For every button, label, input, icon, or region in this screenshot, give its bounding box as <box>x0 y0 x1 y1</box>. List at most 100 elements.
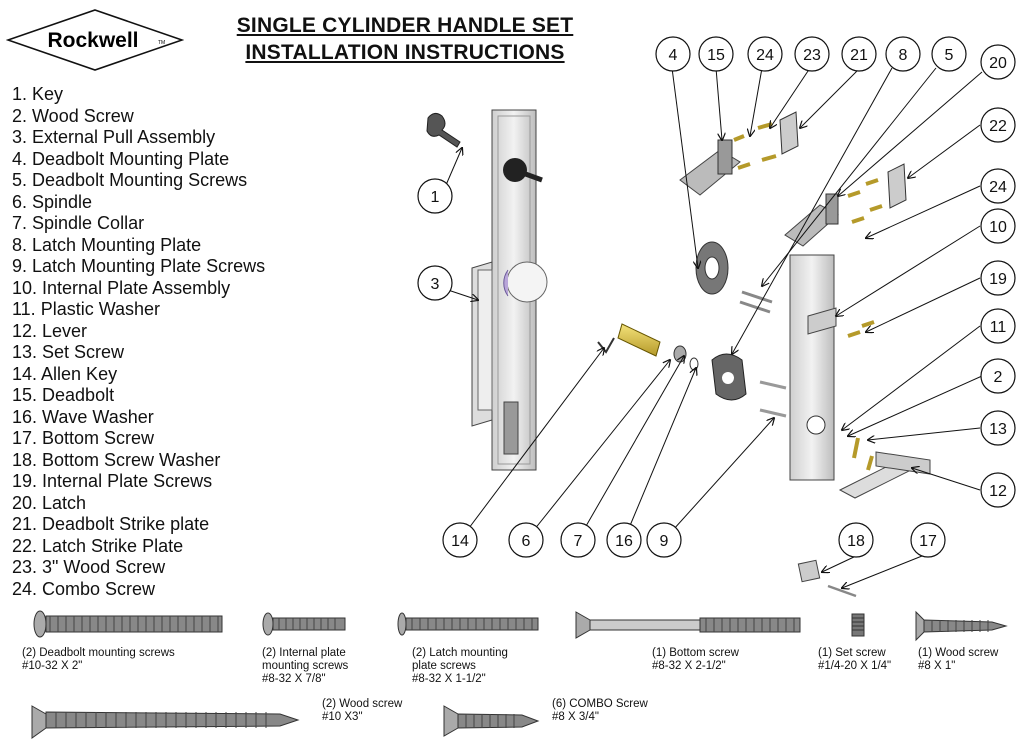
part-item: 24. Combo Screw <box>12 578 156 599</box>
screw-spec: #8-32 X 1-1/2" <box>412 673 486 685</box>
callout-label: 9 <box>660 533 669 550</box>
screw-qty: (2) Wood screw <box>322 698 403 710</box>
bottom-washer-part <box>797 559 821 583</box>
part-item: 4. Deadbolt Mounting Plate <box>12 148 230 169</box>
screw-spec: #10-32 X 2" <box>22 660 83 672</box>
screw-qty: mounting screws <box>262 660 349 672</box>
external-pull-part <box>471 109 548 471</box>
screw-qty: (2) Internal plate <box>262 647 346 659</box>
screw-spec: #8 X 1" <box>918 660 956 672</box>
callout-label: 18 <box>847 533 865 550</box>
internal-plate-screws-part <box>847 320 875 338</box>
part-item: 20. Latch <box>12 492 87 513</box>
callout-label: 17 <box>919 533 937 550</box>
screw-label-set: (1) Set screw #1/4-20 X 1/4" <box>818 647 891 673</box>
screw-bottom <box>575 611 801 639</box>
parts-list: 1. Key 2. Wood Screw 3. External Pull As… <box>12 84 265 600</box>
screw-qty: (2) Latch mounting <box>412 647 508 659</box>
screw-qty: (2) Deadbolt mounting screws <box>22 647 175 659</box>
callout-label: 14 <box>451 533 469 550</box>
screw-deadbolt-mounting <box>33 610 223 638</box>
callout-label: 10 <box>989 219 1007 236</box>
part-item: 18. Bottom Screw Washer <box>12 449 221 470</box>
part-item: 14. Allen Key <box>12 363 118 384</box>
screw-spec: #8-32 X 7/8" <box>262 673 326 685</box>
bottom-screw-part <box>827 584 857 598</box>
brand-name: Rockwell <box>47 29 138 52</box>
screw-wood-3in <box>31 705 300 739</box>
screw-wood-1 <box>915 610 1008 642</box>
part-item: 19. Internal Plate Screws <box>12 471 213 491</box>
screw-internal-plate <box>262 612 346 636</box>
callout-label: 24 <box>756 47 774 64</box>
callout-label: 23 <box>803 47 821 64</box>
callout-label: 15 <box>707 47 725 64</box>
screw-label-combo: (6) COMBO Screw #8 X 3/4" <box>552 698 648 724</box>
part-item: 12. Lever <box>12 320 88 341</box>
part-item: 22. Latch Strike Plate <box>12 535 184 556</box>
part-item: 7. Spindle Collar <box>12 213 145 233</box>
deadbolt-mounting-plate-part <box>695 241 729 295</box>
callout-label: 4 <box>669 47 678 64</box>
part-item: 16. Wave Washer <box>12 406 154 427</box>
callout-label: 13 <box>989 421 1007 438</box>
latch-mounting-plate-part <box>711 353 747 401</box>
title-line-1: SINGLE CYLINDER HANDLE SET <box>236 14 574 37</box>
screw-qty: plate screws <box>412 660 476 672</box>
screw-qty: (1) Bottom screw <box>652 647 739 659</box>
part-item: 8. Latch Mounting Plate <box>12 234 202 255</box>
screw-spec: #8-32 X 2-1/2" <box>652 660 726 672</box>
screw-label-latch: (2) Latch mounting plate screws #8-32 X … <box>412 647 508 686</box>
title-line-2: INSTALLATION INSTRUCTIONS <box>245 41 565 64</box>
part-item: 5. Deadbolt Mounting Screws <box>12 170 248 190</box>
page-title: SINGLE CYLINDER HANDLE SET INSTALLATION … <box>190 12 620 66</box>
deadbolt-part <box>679 111 799 196</box>
part-item: 6. Spindle <box>12 191 93 212</box>
callout-label: 12 <box>989 483 1007 500</box>
callout-label: 20 <box>989 55 1007 72</box>
callout-label: 1 <box>431 189 440 206</box>
part-item: 13. Set Screw <box>12 342 125 362</box>
callout-label: 19 <box>989 271 1007 288</box>
spindle-part <box>597 323 699 371</box>
rockwell-logo: Rockwell TM <box>6 9 184 71</box>
part-item: 2. Wood Screw <box>12 105 134 126</box>
screw-qty: (1) Set screw <box>818 647 886 659</box>
screw-spec: #8 X 3/4" <box>552 711 599 723</box>
callout-label: 24 <box>989 179 1007 196</box>
latch-plate-screws-part <box>759 380 787 418</box>
callout-label: 11 <box>990 319 1007 336</box>
brand-tm: TM <box>158 40 165 46</box>
screw-spec: #10 X3" <box>322 711 363 723</box>
screw-label-wood-1: (1) Wood screw #8 X 1" <box>918 647 998 673</box>
set-screw-part <box>866 455 874 471</box>
callout-label: 5 <box>945 47 954 64</box>
callout-label: 21 <box>850 47 868 64</box>
screw-qty: (1) Wood screw <box>918 647 999 659</box>
part-item: 9. Latch Mounting Plate Screws <box>12 256 266 276</box>
callout-label: 7 <box>574 533 583 550</box>
part-item: 3. External Pull Assembly <box>12 127 216 147</box>
screw-label-wood-3in: (2) Wood screw #10 X3" <box>322 698 402 724</box>
screw-latch-mounting <box>397 612 539 636</box>
deadbolt-screws-part <box>739 290 773 314</box>
part-item: 23. 3" Wood Screw <box>12 557 166 577</box>
part-item: 15. Deadbolt <box>12 385 115 405</box>
callout-label: 16 <box>615 533 633 550</box>
part-item: 1. Key <box>12 84 64 104</box>
part-item: 17. Bottom Screw <box>12 428 155 448</box>
internal-plate-part <box>789 254 837 481</box>
callout-label: 3 <box>431 276 440 293</box>
screw-qty: (6) COMBO Screw <box>552 698 648 710</box>
screw-label-internal-plate: (2) Internal plate mounting screws #8-32… <box>262 647 348 686</box>
part-item: 11. Plastic Washer <box>12 299 161 319</box>
part-item: 21. Deadbolt Strike plate <box>12 514 210 534</box>
part-item: 10. Internal Plate Assembly <box>12 277 231 298</box>
screw-label-bottom: (1) Bottom screw #8-32 X 2-1/2" <box>652 647 739 673</box>
callout-label: 8 <box>899 47 908 64</box>
callout-label: 22 <box>989 118 1007 135</box>
callout-label: 6 <box>522 533 531 550</box>
screw-spec: #1/4-20 X 1/4" <box>818 660 892 672</box>
screw-set <box>851 613 865 637</box>
